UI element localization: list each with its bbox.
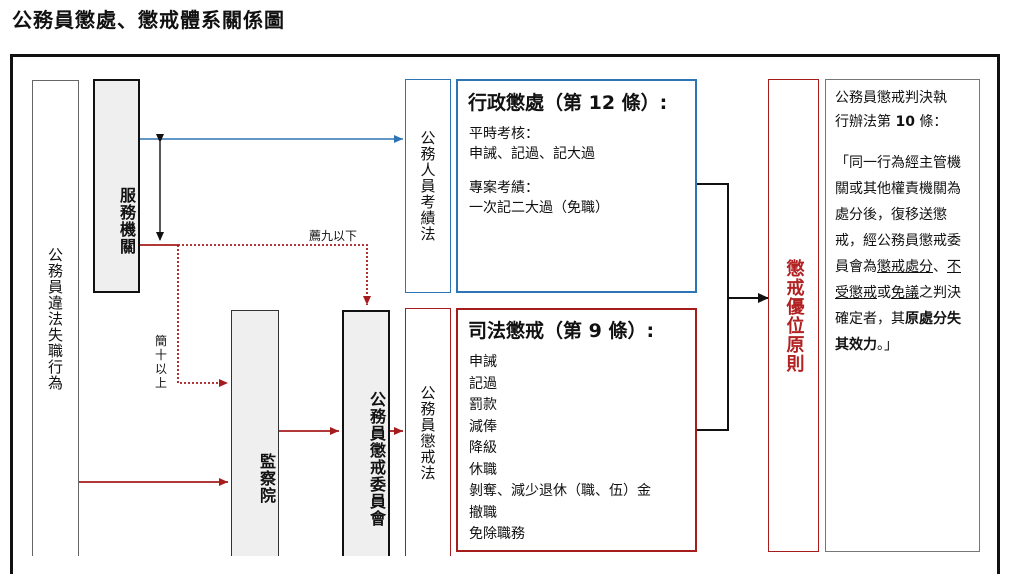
- control-yuan-label: 監察院: [257, 453, 276, 504]
- admin-panel: [456, 79, 697, 293]
- judicial-item: 休職: [469, 461, 497, 478]
- misconduct-label: 公務員違法失職行為: [46, 246, 64, 391]
- agency-label: 服務機關: [117, 187, 136, 255]
- judicial-item: 撤職: [469, 504, 497, 521]
- admin-group-2: 專案考績： 一次記二大過（免職）: [469, 178, 609, 218]
- admin-group-1: 平時考核： 申誡、記過、記大過: [469, 124, 595, 164]
- edge-agency-to-control-yuan-dotted: [177, 245, 228, 387]
- edge-agency-to-commission-dotted: [178, 244, 371, 305]
- diagram-frame: [10, 54, 1000, 574]
- admin-group-2-items: 一次記二大過（免職）: [469, 200, 609, 216]
- edge-bracket: [697, 183, 729, 431]
- rule-panel-heading: 公務員懲戒判決執 行辦法第 10 條：: [835, 86, 975, 134]
- edge-label-rank10: 簡十以上: [154, 334, 167, 390]
- admin-group-1-title: 平時考核：: [469, 126, 539, 142]
- judicial-item: 申誡: [469, 354, 497, 370]
- judicial-items: 申誡 記過 罰款 減俸 降級 休職 剝奪、減少退休（職、伍）金 撤職 免除職務: [469, 352, 651, 546]
- priority-principle-box: 懲戒優位原則: [768, 79, 819, 552]
- performance-law-label: 公務人員考績法: [418, 130, 437, 242]
- discipline-law-label: 公務員懲戒法: [418, 384, 437, 481]
- rule-panel: [825, 79, 980, 552]
- judicial-item: 減俸: [469, 418, 497, 435]
- judicial-panel: [456, 308, 697, 552]
- rule-heading-num: 10: [895, 114, 915, 130]
- rule-quote: 「同一行為經主管機關或其他權責機關為處分後，復移送懲戒，經公務員懲戒委員會為懲戒…: [835, 155, 961, 353]
- control-yuan-box: 監察院: [231, 310, 279, 556]
- commission-label: 公務員懲戒委員會: [367, 391, 386, 527]
- rule-heading-line1: 公務員懲戒判決執: [835, 90, 947, 106]
- admin-group-1-items: 申誡、記過、記大過: [469, 146, 595, 162]
- discipline-law-box: 公務員懲戒法: [405, 308, 451, 556]
- judicial-item: 免除職務: [469, 526, 525, 542]
- judicial-item: 記過: [469, 375, 497, 392]
- misconduct-box: 公務員違法失職行為: [32, 80, 79, 556]
- priority-principle-label: 懲戒優位原則: [783, 258, 805, 373]
- judicial-item: 剝奪、減少退休（職、伍）金: [469, 483, 651, 499]
- connector-lines: [78, 134, 769, 486]
- judicial-item: 降級: [469, 440, 497, 456]
- judicial-panel-heading: 司法懲戒（第 9 條）:: [468, 320, 655, 342]
- page-title: 公務員懲處、懲戒體系關係圖: [12, 8, 285, 32]
- edge-label-rank9: 薦九以下: [309, 229, 358, 243]
- agency-box: 服務機關: [93, 79, 140, 293]
- performance-law-box: 公務人員考績法: [405, 79, 451, 293]
- judicial-item: 罰款: [469, 397, 497, 413]
- commission-box: 公務員懲戒委員會: [342, 310, 390, 556]
- admin-group-2-title: 專案考績：: [469, 180, 539, 196]
- rule-heading-line2: 行辦法第 10 條：: [835, 114, 948, 130]
- admin-panel-heading: 行政懲處（第 12 條）:: [468, 92, 668, 114]
